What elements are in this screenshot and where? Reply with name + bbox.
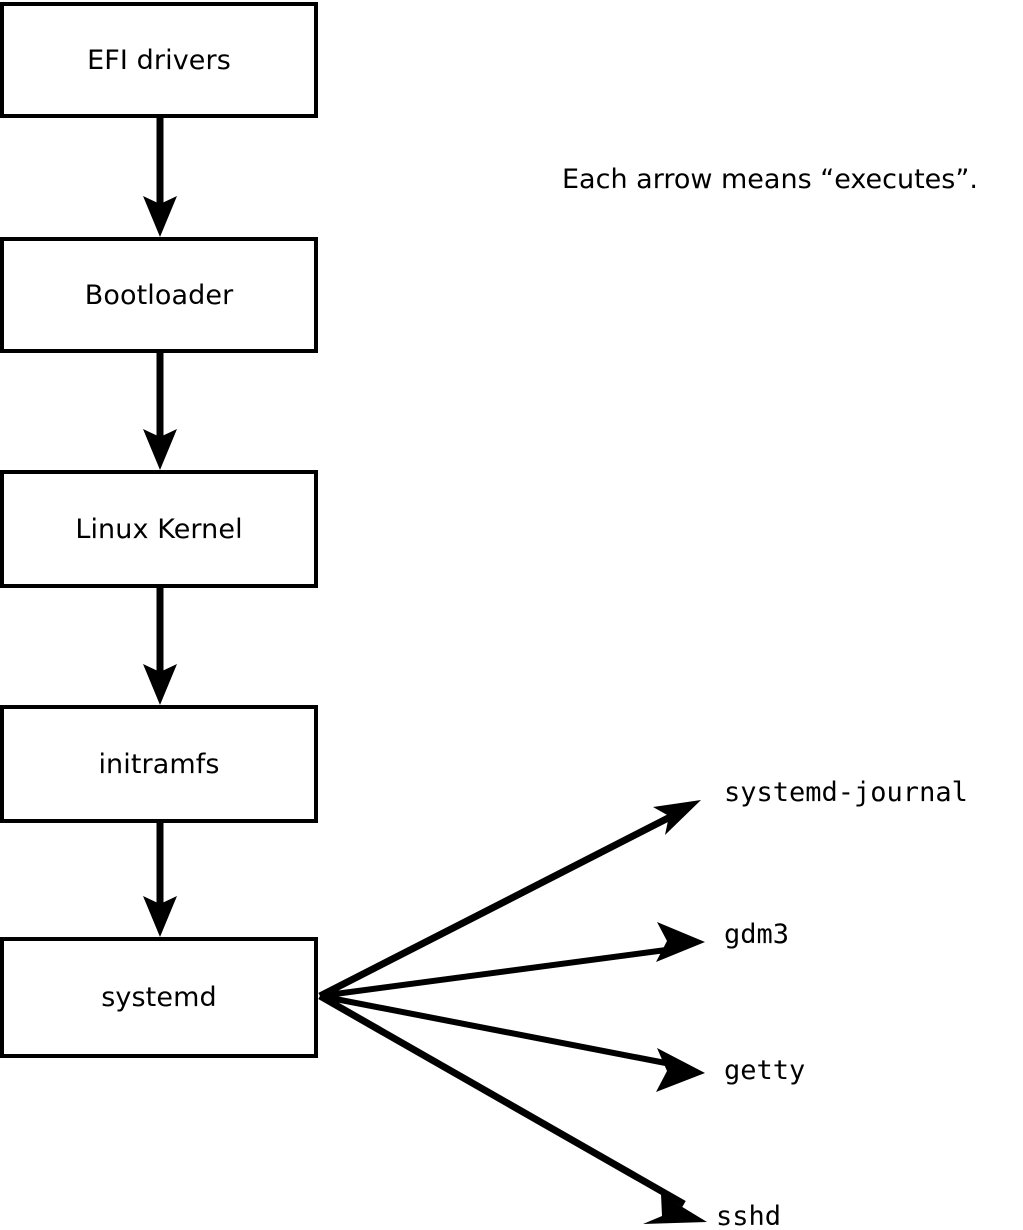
service-arrow-gdm3	[319, 922, 705, 999]
stage-label-initramfs: initramfs	[98, 748, 220, 780]
stage-label-efi-drivers: EFI drivers	[87, 44, 231, 76]
service-label-systemd-journal: systemd-journal	[724, 777, 968, 808]
stage-box-linux-kernel[interactable]: Linux Kernel	[0, 470, 318, 588]
service-label-sshd: sshd	[716, 1201, 782, 1230]
chain-arrow-bootloader-to-kernel	[143, 353, 177, 470]
stage-label-bootloader: Bootloader	[84, 279, 234, 311]
service-label-getty: getty	[724, 1055, 806, 1086]
diagram-caption: Each arrow means “executes”.	[562, 164, 978, 195]
chain-arrow-initramfs-to-systemd	[143, 823, 177, 937]
stage-box-initramfs[interactable]: initramfs	[0, 705, 318, 823]
stage-box-efi-drivers[interactable]: EFI drivers	[0, 2, 318, 118]
stage-box-bootloader[interactable]: Bootloader	[0, 237, 318, 353]
stage-box-systemd[interactable]: systemd	[0, 937, 318, 1058]
stage-label-linux-kernel: Linux Kernel	[75, 513, 243, 545]
chain-arrow-efi-to-bootloader	[143, 118, 177, 237]
service-arrow-systemd-journal	[318, 800, 701, 1000]
stage-label-systemd: systemd	[101, 982, 217, 1013]
chain-arrow-kernel-to-initramfs	[143, 588, 177, 705]
service-arrow-sshd	[318, 992, 707, 1224]
service-arrow-getty	[319, 993, 705, 1092]
service-label-gdm3: gdm3	[724, 919, 790, 950]
